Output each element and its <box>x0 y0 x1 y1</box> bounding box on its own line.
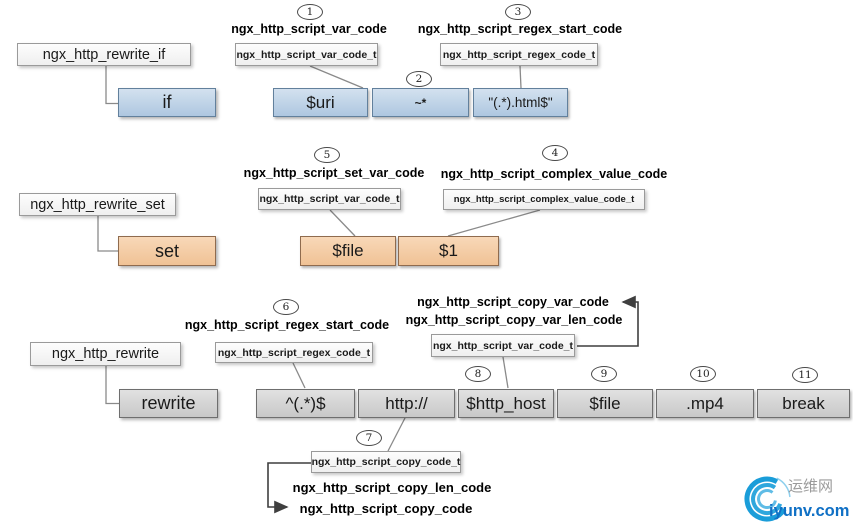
code-row-rewrite: ^(.*)$ http:// $http_host $file .mp4 bre… <box>256 389 850 418</box>
badge-10: 10 <box>690 366 716 382</box>
directive-box-rewrite: rewrite <box>119 389 218 418</box>
badge-9: 9 <box>591 366 617 382</box>
logo-mark <box>744 476 791 522</box>
cell-http-scheme: http:// <box>358 389 455 418</box>
cell-file-var: $file <box>300 236 396 266</box>
cell-mp4-suffix: .mp4 <box>656 389 754 418</box>
cell-http-host-var: $http_host <box>458 389 554 418</box>
header-copy-var-code: ngx_http_script_copy_var_code <box>417 295 609 309</box>
badge-1: 1 <box>297 4 323 20</box>
label-var-code-t-set: ngx_http_script_var_code_t <box>258 188 401 210</box>
badge-2: 2 <box>406 71 432 87</box>
code-row-set: $file $1 <box>300 236 499 266</box>
logo-domain-text: iyunv.com <box>769 502 849 520</box>
cell-file-var-rewrite: $file <box>557 389 653 418</box>
badge-7: 7 <box>356 430 382 446</box>
label-var-code-t-rewrite: ngx_http_script_var_code_t <box>431 334 575 357</box>
cell-break-flag: break <box>757 389 850 418</box>
cell-rewrite-regex: ^(.*)$ <box>256 389 355 418</box>
badge-5: 5 <box>314 147 340 163</box>
badge-6: 6 <box>273 299 299 315</box>
cell-regex-pattern: "(.*).html$" <box>473 88 568 117</box>
header-regex-start-code-rewrite: ngx_http_script_regex_start_code <box>184 318 390 332</box>
label-copy-code-t: ngx_http_script_copy_code_t <box>311 451 461 473</box>
cell-uri: $uri <box>273 88 368 117</box>
header-complex-value-code: ngx_http_script_complex_value_code <box>440 167 668 181</box>
iyunv-logo: 运维网 iyunv.com <box>744 476 849 522</box>
cell-capture-1: $1 <box>398 236 499 266</box>
label-complex-value-code-t: ngx_http_script_complex_value_code_t <box>443 189 645 210</box>
header-copy-len-code: ngx_http_script_copy_len_code <box>292 480 492 495</box>
header-copy-var-len-code: ngx_http_script_copy_var_len_code <box>405 313 623 327</box>
module-box-rewrite-set: ngx_http_rewrite_set <box>19 193 176 216</box>
badge-8: 8 <box>465 366 491 382</box>
badge-4: 4 <box>542 145 568 161</box>
badge-11: 11 <box>792 367 818 383</box>
header-set-var-code: ngx_http_script_set_var_code <box>243 166 425 180</box>
logo-cn-text: 运维网 <box>788 477 833 495</box>
header-script-var-code: ngx_http_script_var_code <box>231 22 387 36</box>
module-box-rewrite: ngx_http_rewrite <box>30 342 181 366</box>
directive-box-set: set <box>118 236 216 266</box>
cell-regex-op: ~* <box>372 88 469 117</box>
badge-3: 3 <box>505 4 531 20</box>
header-regex-start-code-if: ngx_http_script_regex_start_code <box>417 22 623 36</box>
header-copy-code: ngx_http_script_copy_code <box>299 501 473 516</box>
label-regex-code-t-rewrite: ngx_http_script_regex_code_t <box>215 342 373 363</box>
label-var-code-t-if: ngx_http_script_var_code_t <box>235 43 378 66</box>
label-regex-code-t-if: ngx_http_script_regex_code_t <box>440 43 598 66</box>
module-box-rewrite-if: ngx_http_rewrite_if <box>17 43 191 66</box>
code-row-if: $uri ~* "(.*).html$" <box>273 88 568 117</box>
directive-box-if: if <box>118 88 216 117</box>
